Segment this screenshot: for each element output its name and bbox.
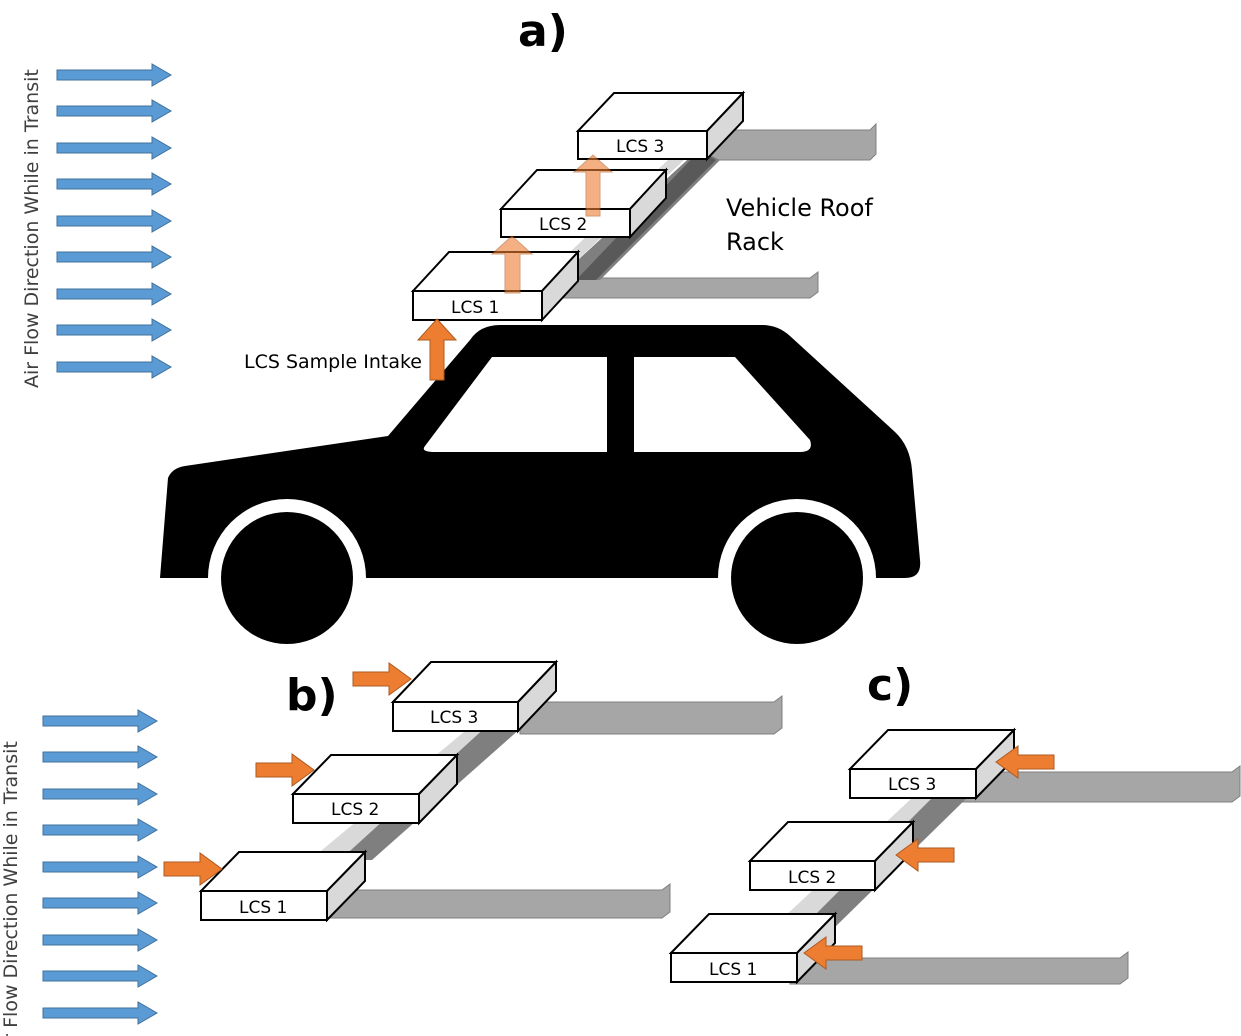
airflow-arrow-icon [42,964,158,988]
airflow-arrow-icon [56,245,172,269]
lcs-label: LCS 3 [430,708,478,728]
lcs-box-b3: LCS 3 [390,659,559,734]
airflow-arrow-icon [42,818,158,842]
panel-c-title: c) [867,660,913,711]
airflow-arrow-icon [42,1001,158,1025]
airflow-arrow-icon [42,745,158,769]
lcs-label: LCS 3 [888,775,936,795]
intake-arrow-faded-icon [572,154,614,217]
airflow-arrow-icon [42,782,158,806]
lcs-box-b1: LCS 1 [198,849,368,923]
lcs-label: LCS 1 [451,298,499,318]
intake-arrow-icon [352,662,412,696]
airflow-arrow-icon [42,928,158,952]
lcs-label: LCS 2 [539,215,587,235]
intake-arrow-faded-icon [490,235,534,294]
lcs-label: LCS 1 [239,898,287,918]
airflow-arrow-icon [42,855,158,879]
airflow-arrow-icon [42,709,158,733]
rack-label-line2: Rack [726,228,784,256]
lcs-box-b2: LCS 2 [290,752,460,826]
airflow-arrow-icon [56,172,172,196]
lcs-box-c3: LCS 3 [847,727,1017,801]
lcs-box-a1: LCS 1 [410,249,581,323]
airflow-arrow-icon [56,355,172,379]
airflow-arrow-icon [56,136,172,160]
airflow-arrow-icon [56,282,172,306]
lcs-label: LCS 3 [616,137,664,157]
airflow-arrow-icon [56,209,172,233]
panel-b-title: b) [286,670,338,721]
intake-label: LCS Sample Intake [244,351,422,373]
lcs-label: LCS 2 [331,800,379,820]
lcs-box-a2: LCS 2 [498,167,669,240]
intake-arrow-icon [416,318,458,381]
panel-a-title: a) [518,6,568,57]
airflow-label-top: Air Flow Direction While in Transit [21,69,43,388]
vehicle-icon [160,325,921,657]
airflow-arrows-bottom [42,709,158,1025]
airflow-arrow-icon [42,891,158,915]
lcs-box-c2: LCS 2 [747,819,916,893]
lcs-box-a3: LCS 3 [575,90,746,162]
lcs-box-c1: LCS 1 [668,911,838,985]
lcs-label: LCS 1 [709,960,757,980]
rack-label-line1: Vehicle Roof [726,194,873,222]
airflow-arrow-icon [56,99,172,123]
airflow-label-bottom: Air Flow Direction While in Transit [0,741,22,1036]
airflow-arrows-top [56,63,172,379]
lcs-label: LCS 2 [788,868,836,888]
airflow-arrow-icon [56,318,172,342]
airflow-arrow-icon [56,63,172,87]
